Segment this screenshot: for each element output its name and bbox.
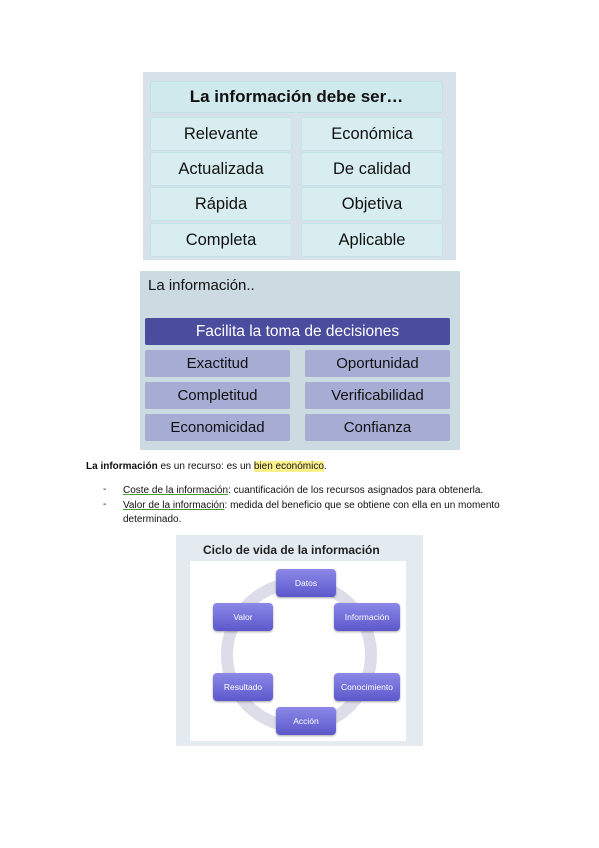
diagram1-item-objetiva: Objetiva [301,187,443,221]
diagram-information-must-be: La información debe ser… Relevante Actua… [143,72,456,260]
diagram-information-lifecycle: Ciclo de vida de la información Datos In… [176,535,423,746]
paragraph-recurso: La información es un recurso: es un bien… [86,460,327,474]
diagram1-item-actualizada: Actualizada [150,152,292,186]
diagram1-item-de-calidad: De calidad [301,152,443,186]
diagram3-title: Ciclo de vida de la información [203,543,380,557]
bullet-text: : cuantificación de los recursos asignad… [228,485,484,496]
bullet-coste: Coste de la información: cuantificación … [123,484,483,498]
paragraph-mid: es un recurso: es un [157,461,254,472]
bullet-term: Coste de la información [123,485,229,496]
bullet-valor: Valor de la información: medida del bene… [123,499,523,513]
diagram2-item-oportunidad: Oportunidad [305,350,450,377]
cycle-node-accion: Acción [276,707,336,735]
diagram2-item-economicidad: Economicidad [145,414,290,441]
bullet-dash: - [103,499,107,510]
diagram2-item-verificabilidad: Verificabilidad [305,382,450,409]
diagram-information-qualities: La información.. Facilita la toma de dec… [140,271,460,450]
diagram2-title: La información.. [148,277,255,294]
cycle-node-valor: Valor [213,603,273,631]
cycle-node-resultado: Resultado [213,673,273,701]
diagram1-item-rapida: Rápida [150,187,292,221]
diagram1-header: La información debe ser… [150,81,443,113]
paragraph-highlight: bien económico [253,461,324,472]
diagram1-item-completa: Completa [150,223,292,257]
cycle-node-datos: Datos [276,569,336,597]
diagram2-item-completitud: Completitud [145,382,290,409]
diagram2-header: Facilita la toma de decisiones [145,318,450,345]
paragraph-end: . [323,461,327,472]
diagram2-item-confianza: Confianza [305,414,450,441]
cycle-node-conocimiento: Conocimiento [334,673,400,701]
cycle-node-informacion: Información [334,603,400,631]
diagram1-item-aplicable: Aplicable [301,223,443,257]
diagram1-item-economica: Económica [301,117,443,151]
bullet-dash: - [103,484,107,495]
diagram1-item-relevante: Relevante [150,117,292,151]
diagram2-item-exactitud: Exactitud [145,350,290,377]
bullet-text: : medida del beneficio que se obtiene co… [224,500,500,511]
bullet-valor-continuation: determinado. [123,514,182,525]
paragraph-bold: La información [86,461,158,472]
bullet-term: Valor de la información [123,500,225,511]
